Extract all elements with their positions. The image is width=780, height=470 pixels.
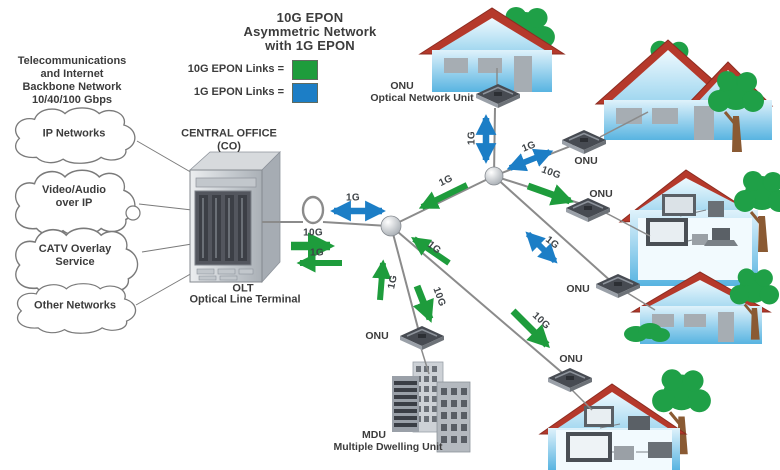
title-line-1: 10G EPON (276, 10, 344, 25)
olt-abbr: OLT (232, 282, 254, 295)
door (514, 56, 532, 92)
tv-screen (665, 197, 693, 213)
monitor-screen (650, 222, 684, 242)
window (652, 314, 674, 327)
optical-splitter-2 (484, 166, 504, 186)
legend-label-1g: 1G EPON Links = (193, 86, 284, 98)
window (684, 314, 706, 327)
premise-connectors (420, 68, 656, 411)
gable (610, 50, 726, 102)
legend-swatch-10g (292, 60, 318, 80)
cabinet-side (261, 151, 281, 284)
onu-label-mdu: ONU (365, 330, 389, 342)
server-icon (708, 201, 724, 217)
mdu-full-name: Multiple Dwelling Unit (333, 441, 443, 453)
window (444, 58, 468, 73)
window (478, 58, 502, 73)
mdu-abbr: MDU (362, 429, 386, 441)
house-mid-right (618, 169, 780, 286)
printer-icon (692, 234, 708, 245)
monitor-screen (587, 409, 611, 424)
laptop-icon (648, 442, 672, 458)
gable (642, 280, 758, 310)
central-office-code: (CO) (217, 140, 241, 153)
link-label-top-1g: 1G (466, 131, 478, 145)
legend-swatch-1g (292, 83, 318, 103)
onu-label-house-right: ONU (566, 283, 590, 295)
1g-epon-arrows (330, 114, 558, 264)
mdu-buildings (392, 361, 471, 453)
onu-device-bottom (547, 367, 593, 393)
link-label-feeder-10g: 10G (303, 227, 323, 239)
window (652, 108, 678, 124)
line-cards (199, 195, 247, 261)
olt-full-name: Optical Line Terminal (189, 293, 301, 306)
laptop-icon (628, 416, 650, 430)
cabinet-slot (195, 177, 257, 188)
laptop-base (704, 240, 738, 246)
door (694, 106, 714, 140)
10g-epon-arrows (291, 182, 574, 348)
window (616, 108, 642, 124)
gable (436, 18, 548, 52)
drop-fiber (493, 175, 615, 285)
olt-cabinet (188, 151, 281, 284)
onu-label-top-right: ONU (574, 155, 598, 167)
door (718, 312, 734, 342)
house-top (418, 5, 566, 92)
drop-fiber (493, 107, 496, 177)
tv-screen (570, 436, 608, 458)
onu-label-mid-right: ONU (589, 188, 613, 200)
trunk-fiber (390, 175, 495, 227)
link-label-feeder-1g: 1G (346, 192, 360, 204)
onu-top-full: Optical Network Unit (370, 92, 474, 104)
house-top-right (594, 39, 774, 154)
cabinet-vents (196, 268, 254, 281)
house-plain-right (624, 267, 780, 344)
legend-label-10g: 10G EPON Links = (187, 63, 284, 75)
backbone-caption: Telecommunications and Internet Backbone… (17, 55, 127, 106)
feeder-fiber (322, 221, 389, 227)
title-line-3: with 1G EPON (265, 38, 355, 53)
onu-top-abbr: ONU (390, 80, 414, 92)
cloud-label-video: Video/Audio over IP (42, 184, 106, 209)
laptop-icon (712, 228, 730, 240)
printer-icon (614, 446, 634, 460)
link-label-feeder-1g-up: 1G (310, 247, 324, 259)
cloud-connectors (135, 140, 195, 306)
diagram-title: 10G EPON Asymmetric Network with 1G EPON (244, 11, 377, 53)
small-node-circle (125, 205, 141, 221)
optical-splitter-1 (380, 215, 402, 237)
onu-device-mdu (399, 325, 445, 351)
house-bottom (538, 367, 713, 470)
onu-device-top-right (561, 129, 607, 155)
cloud-label-ip: IP Networks (42, 127, 106, 140)
central-office-name: CENTRAL OFFICE (181, 127, 277, 140)
title-line-2: Asymmetric Network (243, 24, 377, 39)
fiber-coil-icon (301, 195, 325, 225)
cloud-label-catv: CATV Overlay Service (38, 243, 112, 268)
onu-label-bottom: ONU (559, 353, 583, 365)
cloud-label-other: Other Networks (34, 299, 116, 312)
